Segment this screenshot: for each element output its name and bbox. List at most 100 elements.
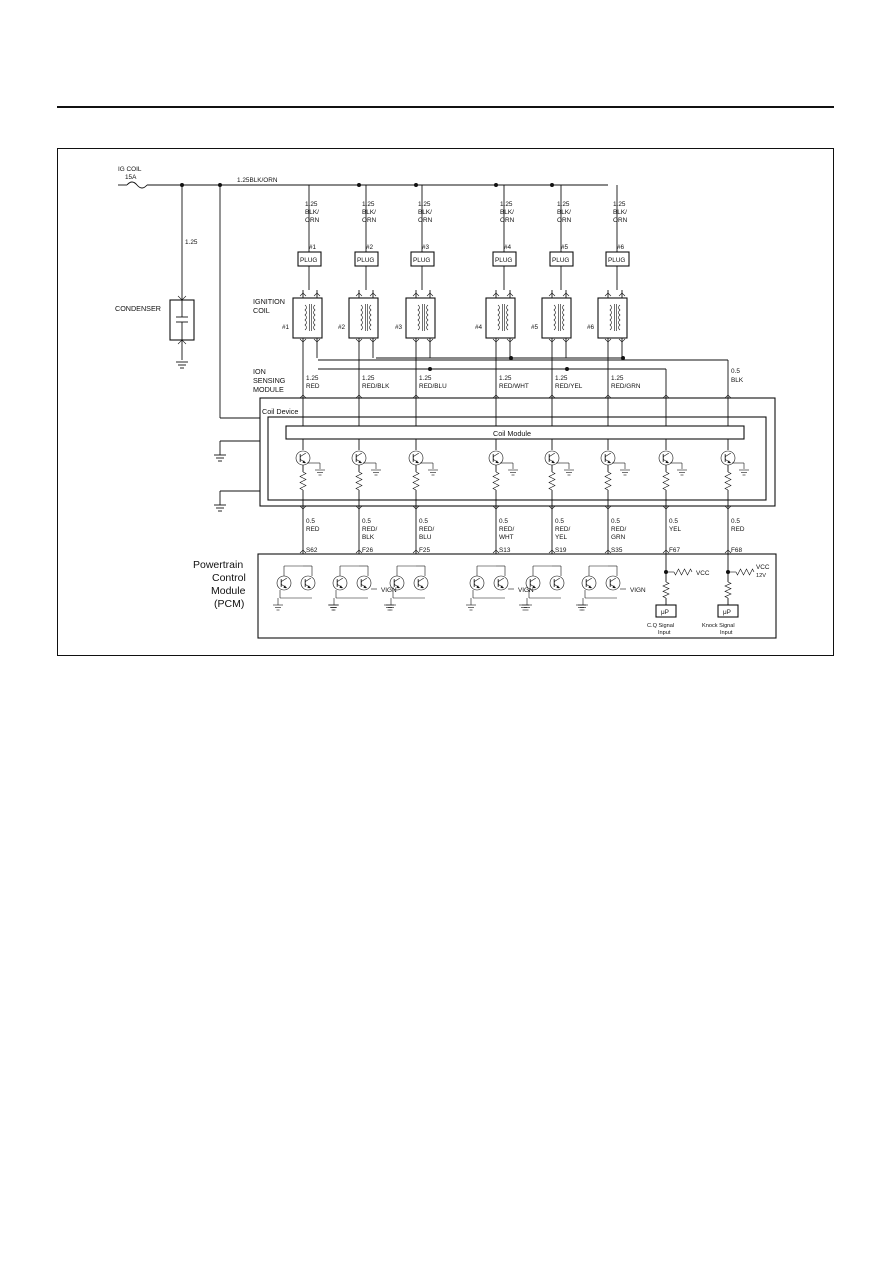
pcm-driver-group-1: VIGN [273, 565, 397, 611]
transistor-icon [356, 575, 372, 591]
diagram-frame [57, 148, 834, 656]
vcc-12v-label: 12V [756, 573, 766, 579]
cylinder-4: 1.25BLK/ORN#4PLUG#41.25RED/WHT0.5RED/WHT… [475, 185, 529, 554]
transistor-icon [413, 575, 429, 591]
resistor [673, 568, 693, 576]
connector-chevron [492, 394, 500, 399]
resistor [355, 471, 363, 491]
connector-chevron [355, 394, 363, 399]
connector-chevron [299, 549, 307, 554]
connector-chevron [299, 394, 307, 399]
resistor [299, 471, 307, 491]
plug-number: #6 [617, 244, 625, 251]
transistor-icon [549, 575, 565, 591]
vcc-label: VCC [756, 564, 770, 571]
resistor [724, 471, 732, 491]
connector-chevron [662, 505, 670, 510]
ignition-coil-box [348, 297, 379, 339]
cylinder-6: 1.25BLK/ORN#6PLUG#61.25RED/GRN0.5RED/GRN… [587, 185, 641, 554]
condenser [169, 295, 195, 360]
pcm-pin: F67 [669, 547, 680, 554]
ground-symbol [384, 604, 394, 611]
pcm-box [257, 553, 777, 639]
ground-symbol [315, 469, 325, 476]
pcm-label-4: (PCM) [214, 598, 244, 610]
pcm-wire-size: 0.5 [555, 518, 564, 525]
ion-label-3: MODULE [253, 385, 284, 394]
microprocessor-box [655, 604, 677, 618]
vign-label: VIGN [630, 587, 646, 594]
cq-input-label: Input [658, 630, 671, 636]
microprocessor-label: μP [661, 609, 669, 616]
pcm-driver-group-3: VIGN [522, 565, 646, 611]
coil-number: #5 [531, 324, 539, 331]
resistor [604, 471, 612, 491]
ground-symbol [576, 604, 586, 611]
pcm-pin: F25 [419, 547, 430, 554]
pcm-wire-size: 0.5 [611, 518, 620, 525]
connector-chevron [412, 394, 420, 399]
ion-wire-size: 1.25 [419, 375, 432, 382]
ion-wire-color: RED/BLK [362, 383, 390, 390]
plug-number: #5 [561, 244, 569, 251]
ion-wire-color: RED/GRN [611, 383, 641, 390]
connector-chevron [604, 394, 612, 399]
pcm-wire-color: RED/ [611, 526, 626, 533]
connector-chevron [604, 505, 612, 510]
ignition-coil-box [405, 297, 436, 339]
ignition-coil-box [485, 297, 516, 339]
feed-wire-color: BLK/ [418, 209, 432, 216]
module-grounds [214, 440, 260, 512]
connector-chevron [492, 549, 500, 554]
resistor [492, 471, 500, 491]
coil-module-label: Coil Module [493, 429, 531, 438]
cylinder-2: 1.25BLK/ORN#2PLUG#21.25RED/BLK0.5RED/BLK… [338, 185, 390, 554]
connector-chevron [299, 505, 307, 510]
coil-number: #6 [587, 324, 595, 331]
feed-wire-color-2: ORN [500, 217, 515, 224]
ground-symbol [564, 469, 574, 476]
ground-wire-color: BLK [731, 377, 744, 384]
plug-number: #4 [504, 244, 512, 251]
ion-sensing-module-box [259, 397, 776, 507]
ignition-coil-label-2: COIL [253, 306, 270, 315]
coil-number: #3 [395, 324, 403, 331]
ground-symbol [519, 604, 529, 611]
feed-wire-size: 1.25 [557, 201, 570, 208]
pcm-wire-color-2: WHT [499, 534, 514, 541]
connector-chevron [355, 505, 363, 510]
pcm-pin: S19 [555, 547, 567, 554]
ignition-coil-box [541, 297, 572, 339]
vcc-label: VCC [696, 570, 710, 577]
ground-return-bus [318, 356, 728, 371]
ground-symbol [273, 604, 283, 611]
transistor-icon [605, 575, 621, 591]
coil-winding-icon [417, 304, 420, 331]
coil-number: #1 [282, 324, 290, 331]
ground-symbol [328, 604, 338, 611]
transistor-icon [488, 450, 504, 466]
ignition-coil-label-1: IGNITION [253, 297, 285, 306]
plug-label: PLUG [552, 257, 569, 264]
transistor-icon [389, 575, 405, 591]
pcm-wire-color-2: GRN [611, 534, 626, 541]
pcm-wire-color: RED/ [362, 526, 377, 533]
condenser-wire-label: 1.25 [185, 239, 198, 246]
connector-chevron [724, 549, 732, 554]
resistor [735, 568, 755, 576]
ground-symbol [371, 469, 381, 476]
spark-plug-box [492, 251, 517, 267]
feed-wire-color: BLK/ [305, 209, 319, 216]
pcm-pin: F68 [731, 547, 742, 554]
plug-label: PLUG [300, 257, 317, 264]
cylinder-circuits: 1.25BLK/ORN#1PLUG#11.25RED0.5REDS621.25B… [282, 184, 641, 554]
transistor-icon [493, 575, 509, 591]
feed-wire-color-2: ORN [418, 217, 433, 224]
ion-wire-color: RED/BLU [419, 383, 447, 390]
coil-winding-icon [426, 304, 429, 331]
plug-number: #1 [309, 244, 317, 251]
